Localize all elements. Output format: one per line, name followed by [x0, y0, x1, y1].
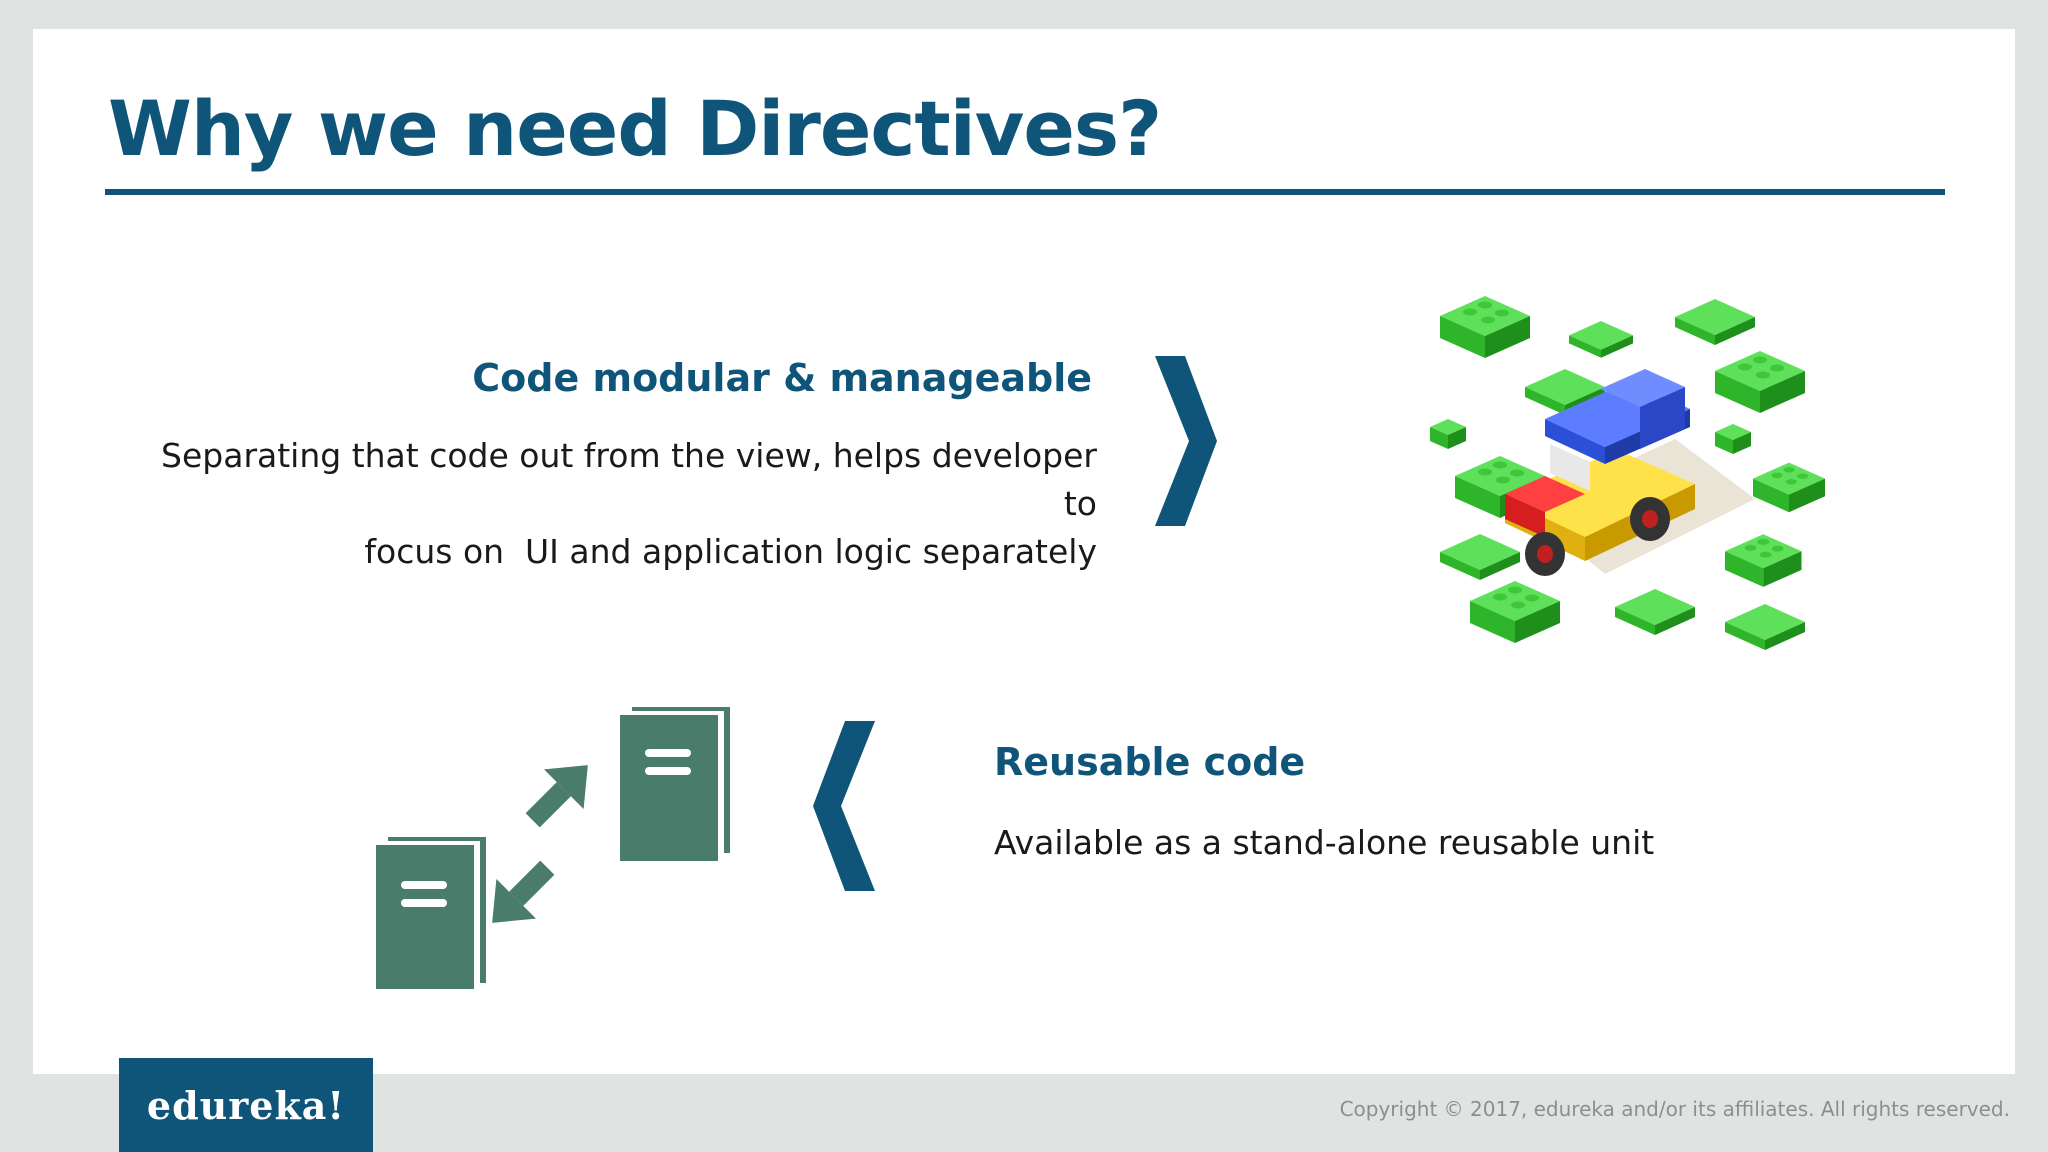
point-modular-line-1: Separating that code out from the view, … [161, 436, 1097, 523]
chevron-left-icon [813, 721, 875, 891]
title-divider [105, 189, 1945, 195]
page-title: Why we need Directives? [108, 84, 1162, 173]
point-reusable-heading: Reusable code [994, 740, 1306, 784]
point-modular-text: Separating that code out from the view, … [137, 432, 1097, 576]
point-modular-heading: Code modular & manageable [472, 356, 1092, 400]
point-reusable-text: Available as a stand-alone reusable unit [994, 823, 1655, 862]
edureka-logo: edureka! [119, 1058, 373, 1152]
chevron-right-icon [1155, 356, 1217, 526]
slide: Why we need Directives? Code modular & m… [33, 29, 2015, 1074]
lego-blocks-image [1430, 296, 1825, 650]
document-exchange-icon [376, 707, 730, 989]
copyright-text: Copyright © 2017, edureka and/or its aff… [1339, 1097, 2010, 1121]
point-modular-line-2: focus on UI and application logic separa… [364, 532, 1097, 571]
